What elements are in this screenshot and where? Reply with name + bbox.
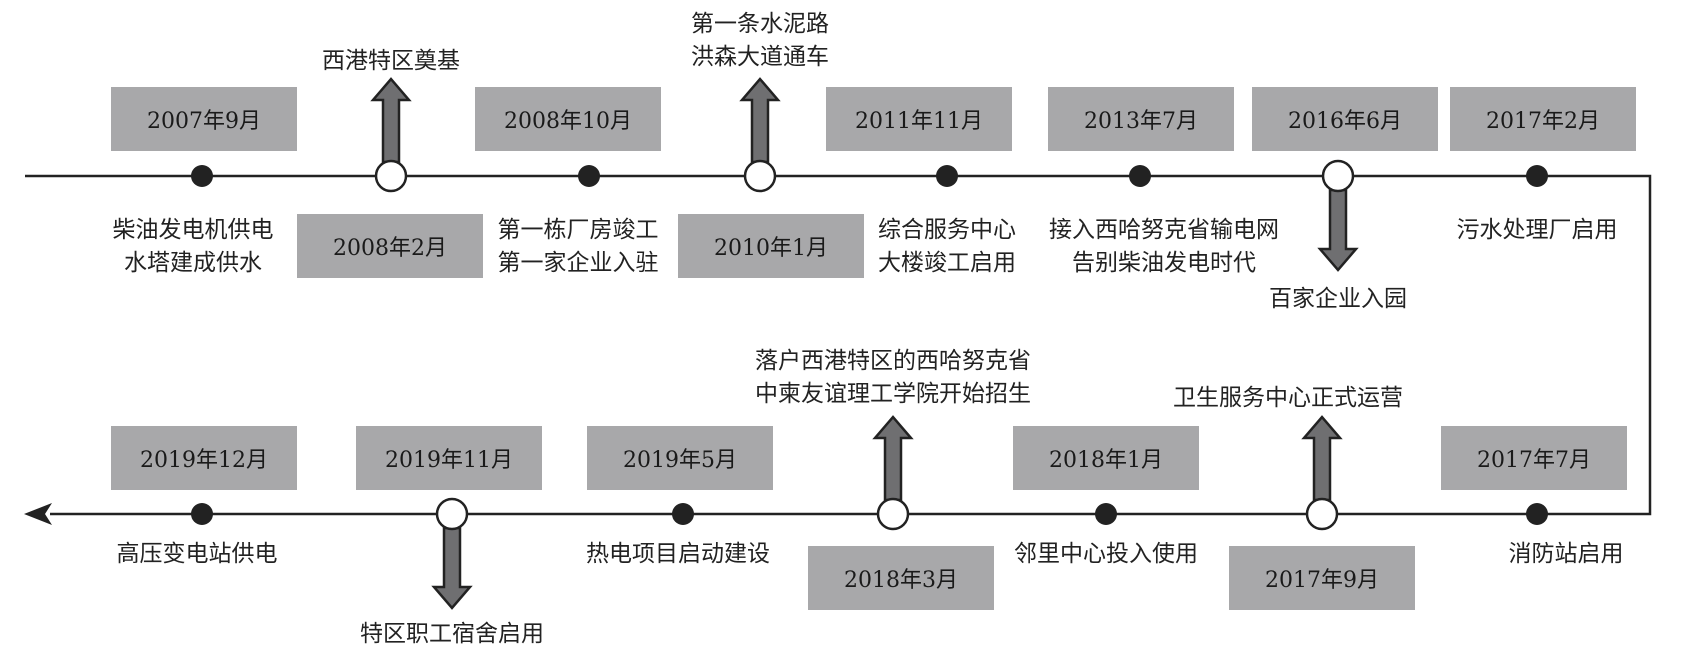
event-description: 污水处理厂启用 [1457, 214, 1618, 247]
milestone-circle [1305, 497, 1339, 531]
timeline-main-line [25, 174, 1652, 516]
timeline-end-arrow-icon [24, 503, 52, 525]
arrow-up-icon [370, 77, 412, 164]
date-box: 2007年9月 [111, 87, 297, 151]
arrow-up-icon [739, 77, 781, 164]
date-box: 2013年7月 [1048, 87, 1234, 151]
date-box: 2018年1月 [1013, 426, 1199, 490]
event-description: 百家企业入园 [1269, 283, 1407, 316]
date-box: 2016年6月 [1252, 87, 1438, 151]
date-box: 2019年11月 [356, 426, 542, 490]
event-description: 落户西港特区的西哈努克省中柬友谊理工学院开始招生 [755, 345, 1031, 411]
timeline-dot [1526, 165, 1548, 187]
event-description: 邻里中心投入使用 [1014, 538, 1198, 571]
date-box: 2017年9月 [1229, 546, 1415, 610]
event-description: 热电项目启动建设 [586, 538, 770, 571]
event-line: 消防站启用 [1508, 541, 1624, 567]
event-line: 热电项目启动建设 [586, 541, 770, 567]
event-line: 落户西港特区的西哈努克省 [755, 348, 1031, 374]
event-description: 接入西哈努克省输电网告别柴油发电时代 [1049, 214, 1279, 280]
event-line: 告别柴油发电时代 [1072, 250, 1256, 276]
event-line: 第一栋厂房竣工 [497, 217, 659, 243]
event-line: 西港特区奠基 [322, 48, 460, 74]
event-description: 第一条水泥路洪森大道通车 [691, 8, 829, 74]
arrow-up-icon [1301, 415, 1343, 502]
event-line: 大楼竣工启用 [878, 250, 1016, 276]
event-line: 百家企业入园 [1269, 286, 1407, 312]
date-box: 2018年3月 [808, 546, 994, 610]
event-line: 洪森大道通车 [691, 44, 829, 70]
event-line: 高压变电站供电 [116, 541, 278, 567]
timeline-dot [1526, 503, 1548, 525]
milestone-circle [1321, 159, 1355, 193]
timeline-dot [578, 165, 600, 187]
event-line: 第一家企业入驻 [497, 250, 659, 276]
date-box: 2019年5月 [587, 426, 773, 490]
milestone-circle [374, 159, 408, 193]
timeline-dot [191, 503, 213, 525]
date-box: 2019年12月 [111, 426, 297, 490]
arrow-down-icon [431, 526, 473, 610]
date-box: 2008年2月 [297, 214, 483, 278]
timeline-dot [936, 165, 958, 187]
event-description: 第一栋厂房竣工第一家企业入驻 [498, 214, 659, 280]
date-box: 2011年11月 [826, 87, 1012, 151]
event-line: 柴油发电机供电 [112, 217, 274, 243]
timeline-dot [1095, 503, 1117, 525]
timeline-dot [191, 165, 213, 187]
event-description: 综合服务中心大楼竣工启用 [878, 214, 1016, 280]
date-box: 2017年2月 [1450, 87, 1636, 151]
event-line: 卫生服务中心正式运营 [1173, 385, 1403, 411]
arrow-down-icon [1317, 188, 1359, 272]
event-description: 西港特区奠基 [322, 45, 460, 78]
event-line: 中柬友谊理工学院开始招生 [755, 381, 1031, 407]
event-line: 接入西哈努克省输电网 [1049, 217, 1279, 243]
timeline-dot [672, 503, 694, 525]
event-description: 卫生服务中心正式运营 [1173, 382, 1403, 415]
event-description: 柴油发电机供电水塔建成供水 [113, 214, 274, 280]
event-line: 第一条水泥路 [691, 11, 829, 37]
date-box: 2017年7月 [1441, 426, 1627, 490]
milestone-circle [743, 159, 777, 193]
date-box: 2010年1月 [678, 214, 864, 278]
event-description: 高压变电站供电 [117, 538, 278, 571]
event-description: 消防站启用 [1509, 538, 1624, 571]
timeline-dot [1129, 165, 1151, 187]
event-line: 特区职工宿舍启用 [360, 621, 544, 647]
date-box: 2008年10月 [475, 87, 661, 151]
event-line: 水塔建成供水 [124, 250, 262, 276]
arrow-up-icon [872, 415, 914, 502]
milestone-circle [435, 497, 469, 531]
event-line: 综合服务中心 [878, 217, 1016, 243]
event-description: 特区职工宿舍启用 [360, 618, 544, 651]
milestone-circle [876, 497, 910, 531]
event-line: 邻里中心投入使用 [1014, 541, 1198, 567]
event-line: 污水处理厂启用 [1456, 217, 1618, 243]
